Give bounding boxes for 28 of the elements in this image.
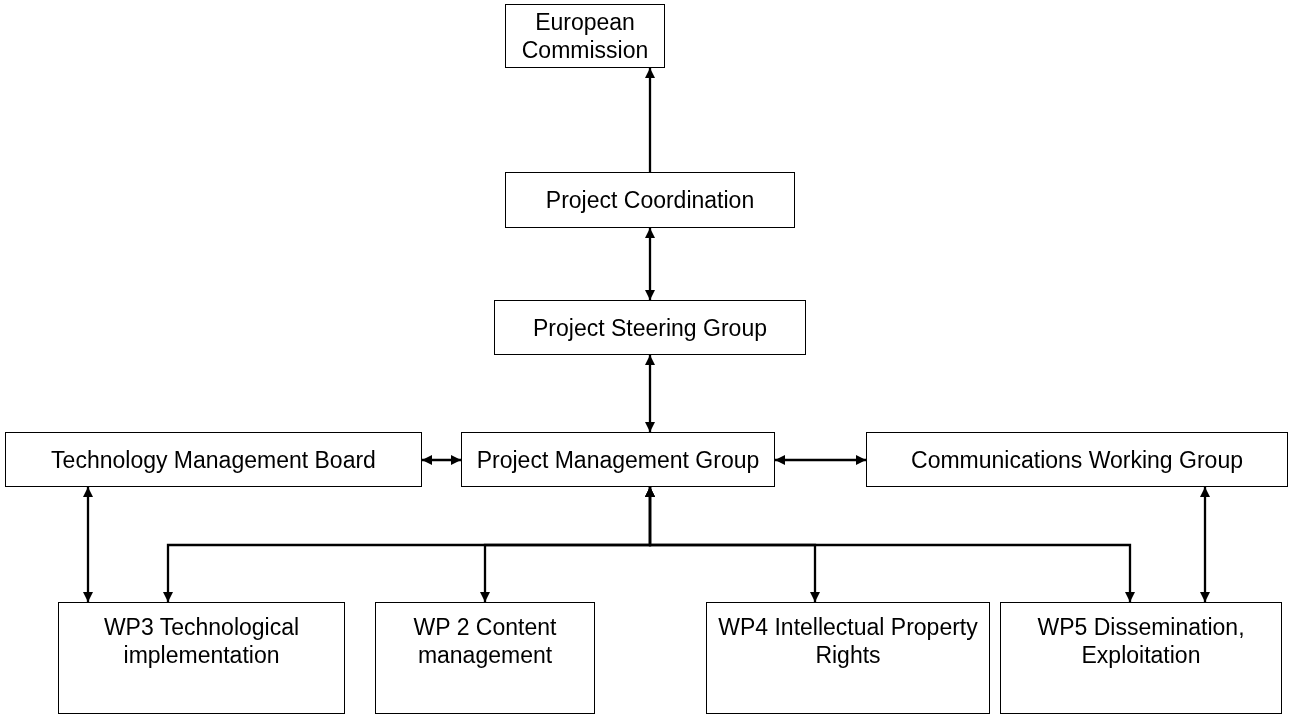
process-box	[505, 172, 795, 228]
node-label: Technology Management Board	[51, 445, 376, 474]
arrow	[775, 454, 866, 466]
node-label: WP 2 Content management	[412, 613, 558, 669]
arrow	[644, 355, 656, 432]
arrow	[422, 454, 461, 466]
node-label: WP5 Dissemination, Exploitation	[1036, 613, 1246, 669]
process-box	[494, 300, 806, 355]
process-box	[505, 4, 665, 68]
process-box	[706, 602, 990, 714]
arrow	[644, 68, 656, 172]
arrow	[644, 487, 1136, 602]
node-label: WP4 Intellectual Property Rights	[717, 613, 979, 669]
process-box	[5, 432, 422, 487]
arrow	[82, 487, 94, 602]
node-label: Project Management Group	[476, 445, 760, 474]
process-box	[375, 602, 595, 714]
process-box	[58, 602, 345, 714]
node-label: WP3 Technological implementation	[102, 613, 301, 669]
arrow	[644, 228, 656, 300]
process-box	[461, 432, 775, 487]
node-label: Project Coordination	[545, 186, 755, 214]
arrow	[1199, 487, 1211, 602]
process-box	[1000, 602, 1282, 714]
node-label: European Commission	[520, 8, 650, 64]
node-label: Project Steering Group	[533, 313, 767, 342]
process-box	[866, 432, 1288, 487]
node-label: Communications Working Group	[911, 445, 1243, 474]
